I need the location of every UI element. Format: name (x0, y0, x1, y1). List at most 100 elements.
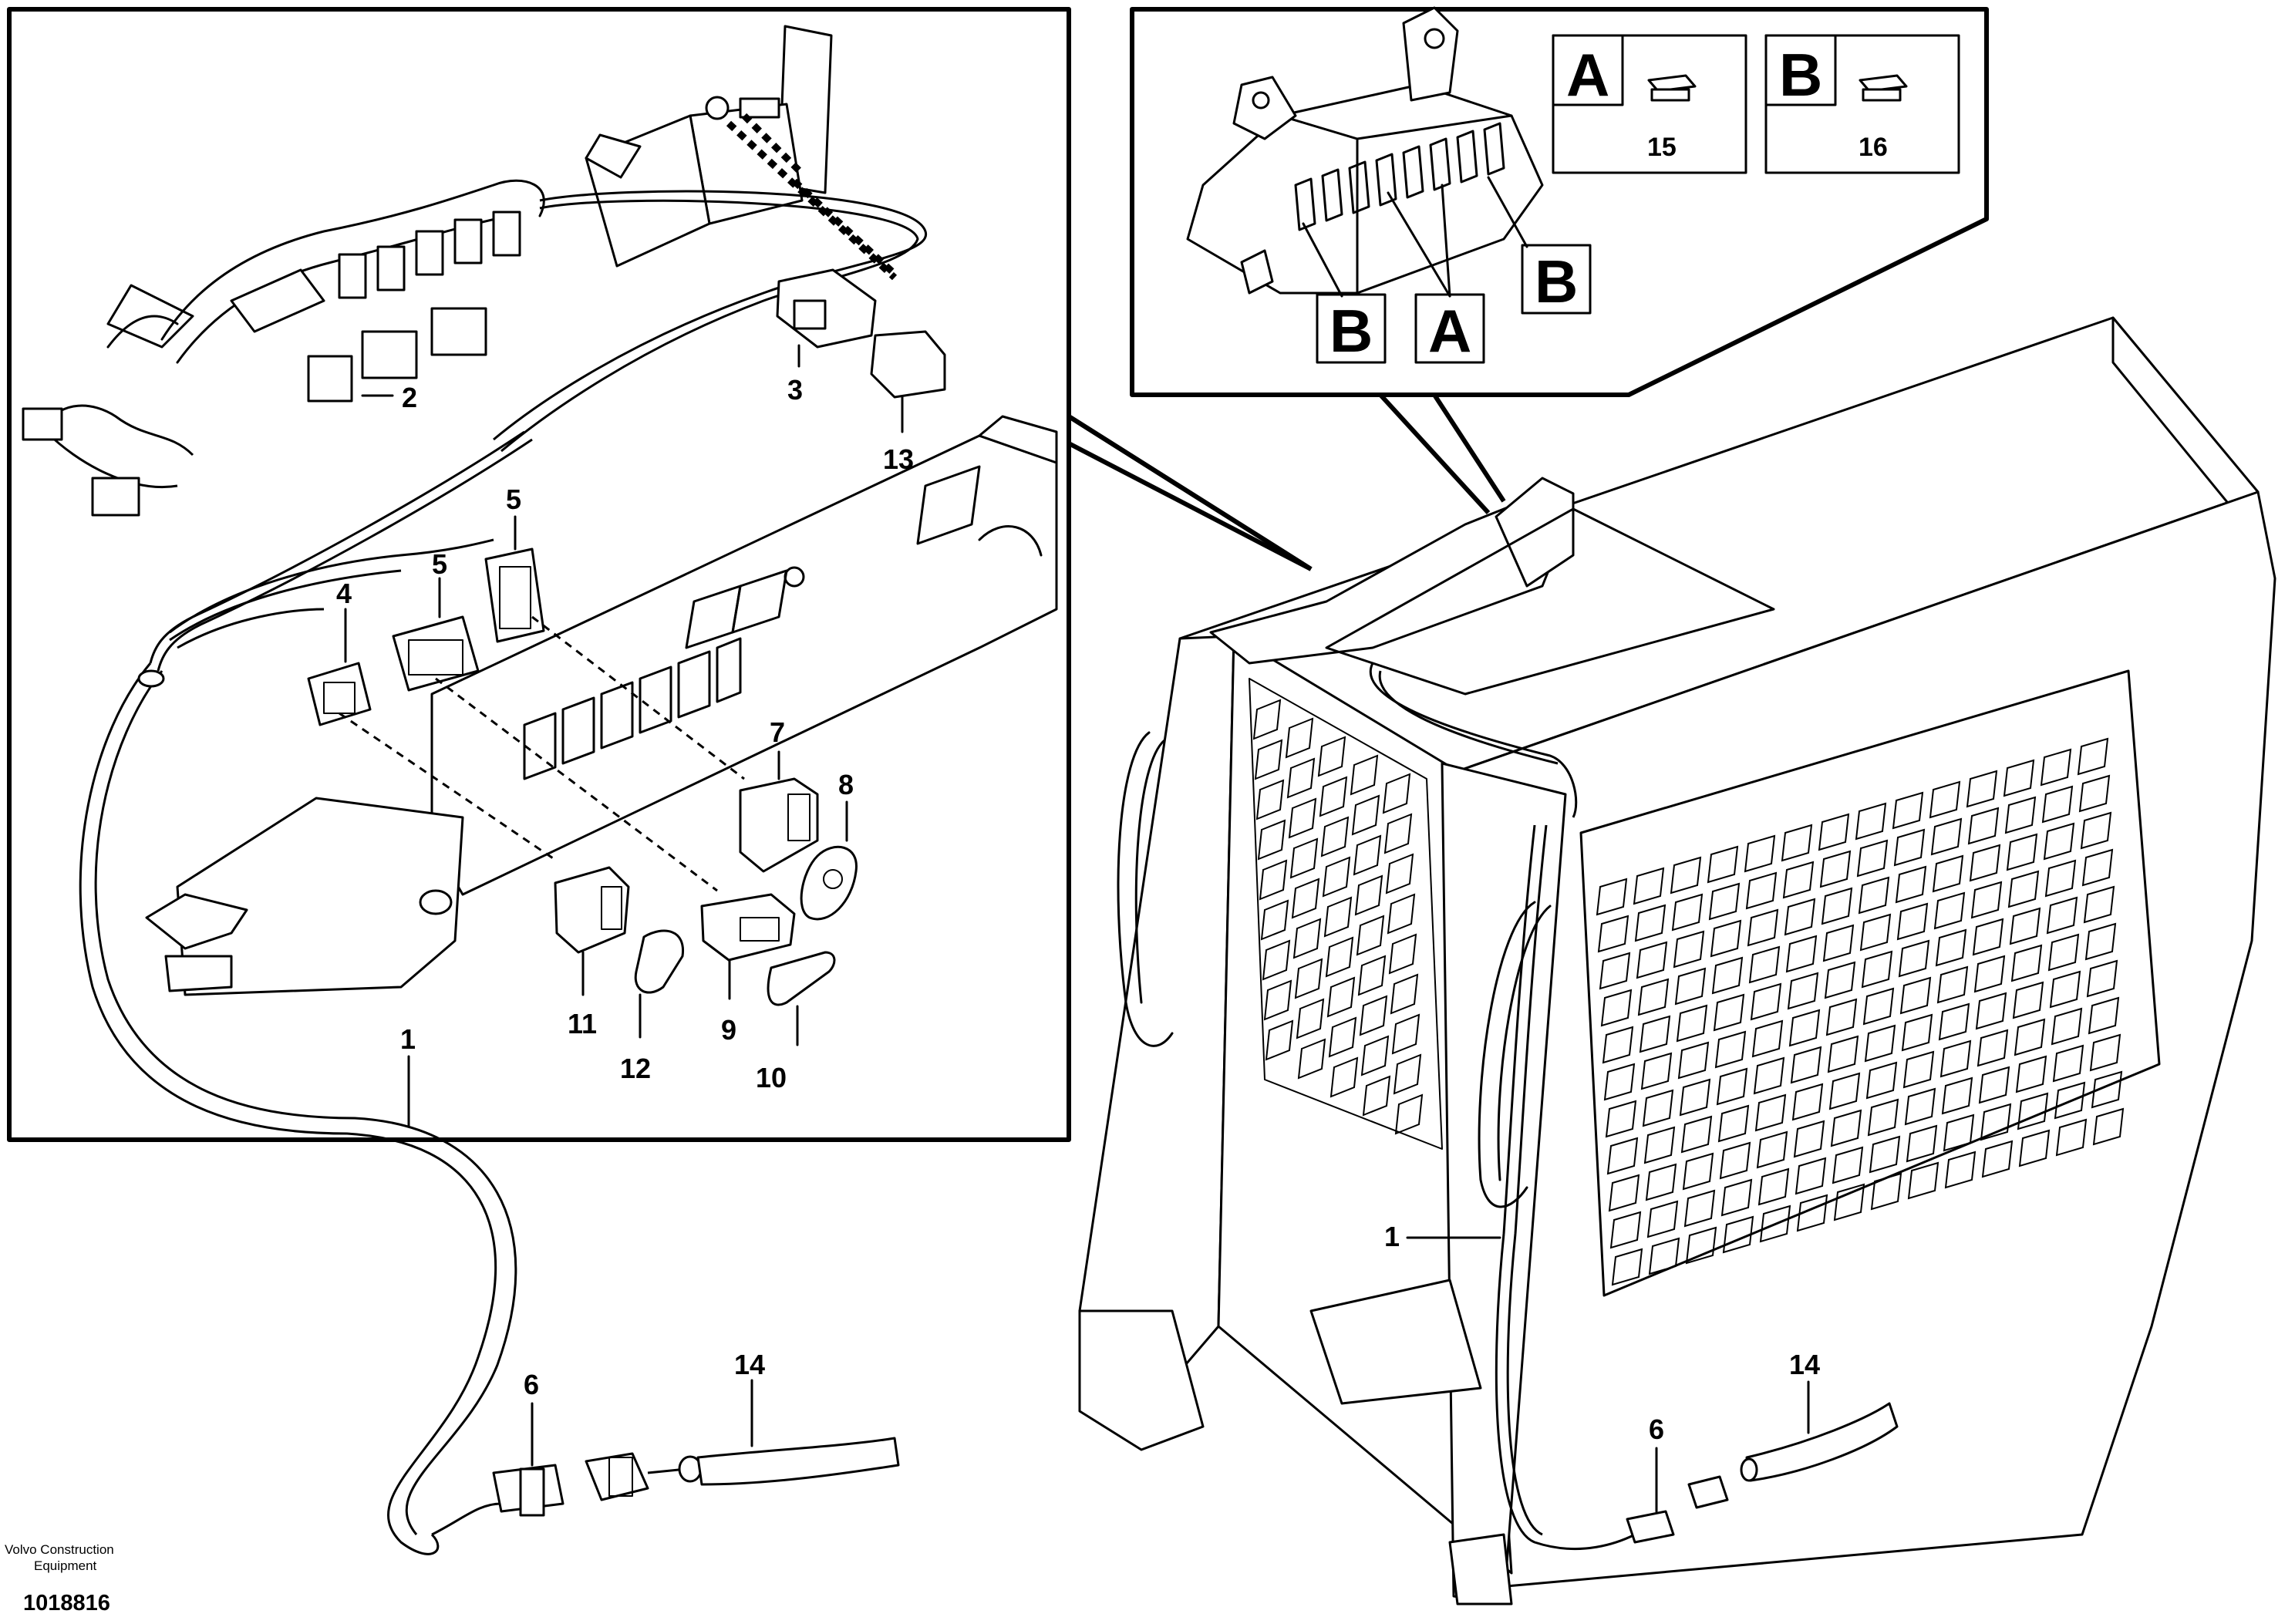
grille-cell (1255, 779, 1285, 820)
grille-cell (1784, 898, 1816, 936)
grille-cell (1935, 928, 1967, 967)
grille-cell (1596, 878, 1628, 916)
grille-cell (1600, 989, 1633, 1027)
grille-cell (1747, 908, 1779, 947)
grille-cell (2010, 944, 2043, 982)
grille-cell (1751, 1019, 1784, 1058)
callout-4: 4 (336, 578, 352, 609)
grille-cell (2047, 933, 2080, 972)
grille-cell (1781, 824, 1813, 862)
grille-cell (2089, 1033, 2121, 1072)
grille-cell (1907, 1161, 1939, 1200)
grille-cell (1716, 1067, 1748, 1106)
grille-cell (1259, 859, 1288, 901)
grille-cell (1969, 844, 2001, 882)
grille-cell (1893, 828, 1926, 867)
grille-cell (1722, 1215, 1754, 1254)
grille-cell (1936, 965, 1969, 1004)
grille-cell (1637, 978, 1670, 1016)
grille-cell (1869, 1135, 1901, 1174)
grille-cell (1679, 1078, 1711, 1117)
grille-cell (1939, 1039, 1972, 1078)
grille-back (1249, 678, 1443, 1150)
grille-cell (1819, 850, 1852, 888)
grille-cell (1827, 1035, 1859, 1073)
switch-11 (554, 866, 630, 954)
grille-cell (1966, 770, 1998, 808)
fuse-legend-a: A 15 (1552, 34, 1747, 174)
grille-cell (1683, 1189, 1716, 1228)
wiring-harness-upper (22, 179, 928, 672)
relay-3 (776, 268, 877, 349)
callout-14-right: 14 (1789, 1349, 1820, 1380)
connector-6-right (1626, 1510, 1675, 1544)
grille-cell (1385, 853, 1414, 895)
grille-cell (1645, 1163, 1677, 1201)
fuse-detail-frame (1130, 7, 1989, 397)
grille-cell (1636, 941, 1668, 979)
grille-cell (1262, 939, 1291, 981)
fuse-legend-b: B 16 (1764, 34, 1960, 174)
grille-cell (1391, 1013, 1420, 1055)
grille-cell (1859, 913, 1892, 952)
callout-5-lower: 5 (432, 548, 447, 580)
grille-cell (1744, 834, 1776, 873)
grille-cell (2051, 1007, 2083, 1046)
grille-cell (2007, 870, 2040, 908)
connector-4 (307, 662, 372, 726)
callout-13: 13 (883, 443, 914, 475)
grille-cell (2086, 959, 2118, 998)
grille-cell (2017, 1092, 2049, 1130)
callout-3: 3 (787, 374, 803, 406)
grille-cell (1861, 950, 1893, 989)
grille-cell (1967, 807, 2000, 845)
grille-cell (1788, 1009, 1821, 1047)
switch-9 (700, 893, 796, 962)
grille-cell (1720, 1178, 1753, 1217)
grille-cell (1642, 1089, 1674, 1127)
grille-cell (1714, 1030, 1747, 1069)
grille-cell (1359, 995, 1388, 1036)
grille-cell (1796, 1194, 1828, 1232)
grille-cell (2009, 907, 2041, 945)
grille-cell (2091, 1070, 2123, 1109)
legend-a-letter: A (1566, 41, 1609, 109)
grille-cell (2003, 759, 2035, 797)
grille-cell (1787, 972, 1819, 1010)
grille-cell (1719, 1141, 1751, 1180)
grille-cell (1670, 856, 1702, 895)
grille-cell (1710, 919, 1742, 958)
grille-cell (1748, 945, 1781, 984)
grille-cell (2092, 1107, 2125, 1146)
legend-b-letter: B (1779, 41, 1822, 109)
grille-cell (1393, 1053, 1422, 1095)
grille-cell (2018, 1129, 2051, 1167)
grille-cell (2080, 811, 2112, 850)
relay-13 (870, 330, 946, 399)
grille-cell (1941, 1076, 1973, 1115)
svg-text:B: B (1329, 297, 1373, 365)
grille-cell (1865, 1061, 1898, 1100)
connector-5-upper (484, 548, 545, 643)
grille-cell (2052, 1044, 2084, 1083)
grille-cell (2088, 996, 2120, 1035)
grille-cell (1634, 904, 1666, 942)
connector-6-left (431, 1464, 564, 1536)
dashboard-panel (430, 415, 1058, 896)
grille-cell (1611, 1248, 1643, 1286)
grille-cell (1677, 1041, 1710, 1080)
connector-14-right (1687, 1402, 1899, 1509)
grille-cells (1252, 699, 2125, 1286)
grille-cell (1639, 1015, 1671, 1053)
grille-cell (1605, 1100, 1637, 1138)
grille-cell (1756, 1130, 1788, 1169)
grille-cell (1795, 1157, 1827, 1195)
grille-cell (1609, 1211, 1642, 1249)
switch-cover-10 (767, 951, 836, 1006)
grille-cell (1759, 1205, 1791, 1243)
grille-cell (1648, 1237, 1680, 1275)
grille-cell (1825, 998, 1858, 1036)
callout-14-left: 14 (734, 1349, 765, 1380)
callout-12: 12 (620, 1053, 651, 1084)
grille-cell (1790, 1046, 1822, 1084)
